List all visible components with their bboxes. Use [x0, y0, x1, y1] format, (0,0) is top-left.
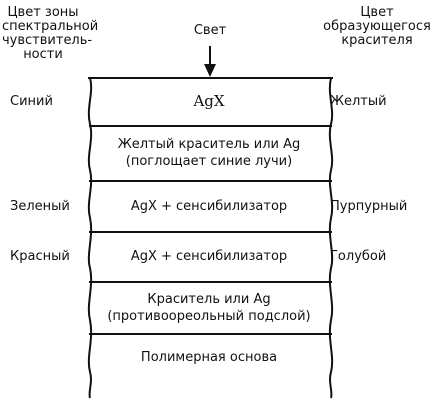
stack-left-edge: [87, 77, 93, 399]
label-blue: Синий: [10, 94, 53, 109]
layer-agx-blue: AgX: [193, 92, 225, 110]
layer-agx-red: AgX + сенсибилизатор: [130, 249, 288, 264]
label-magenta: Пурпурный: [330, 199, 408, 214]
label-yellow: Желтый: [330, 94, 387, 109]
layer-antihalation: Краситель или Ag (противоореольный подсл…: [107, 292, 311, 324]
layer-polymer-base: Полимерная основа: [140, 350, 278, 365]
label-green: Зеленый: [10, 199, 70, 214]
stack-right-edge: [328, 77, 334, 399]
label-cyan: Голубой: [330, 249, 387, 264]
header-light: Свет: [193, 23, 227, 38]
label-red: Красный: [10, 249, 70, 264]
light-arrow-icon: [204, 46, 216, 77]
header-dye-color: Цвет образующегося красителя: [323, 5, 431, 48]
layer-agx-green: AgX + сенсибилизатор: [130, 199, 288, 214]
header-spectral-zone: Цвет зоны спектральной чувствитель- ност…: [2, 5, 99, 62]
layer-yellow-filter: Желтый краситель или Ag (поглощает синие…: [117, 137, 301, 169]
